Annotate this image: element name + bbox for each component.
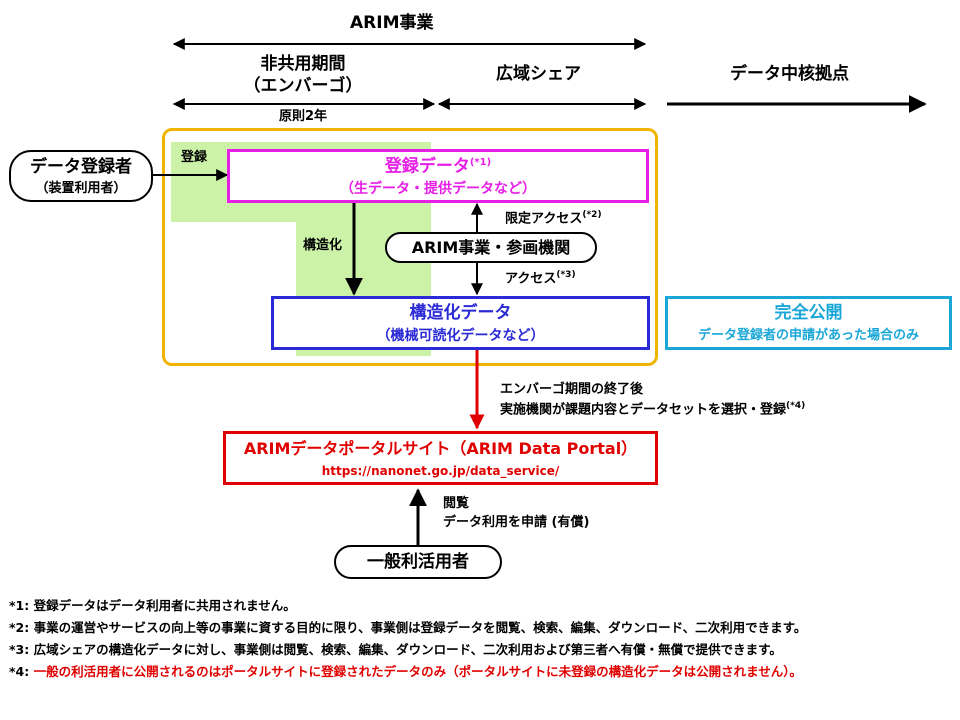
arim-participants-label: ARIM事業・参画機関: [411, 238, 571, 257]
data-registrant-sub: （装置利用者）: [35, 181, 127, 196]
registered-data-sub: （生データ・提供データなど）: [340, 181, 536, 197]
portal-box: ARIMデータポータルサイト（ARIM Data Portal） https:/…: [223, 431, 658, 485]
embargo-end-line1: エンバーゴ期間の終了後: [500, 382, 644, 397]
structuring-edge-label: 構造化: [303, 238, 343, 253]
limited-access-footnote-mark: (*2): [582, 210, 602, 220]
registered-data-title-text: 登録データ: [384, 156, 470, 177]
access-text: アクセス: [505, 271, 557, 287]
limited-access-label: 限定アクセス(*2): [505, 210, 602, 227]
registered-data-footnote-mark: (*1): [469, 157, 492, 168]
full-public-title: 完全公開: [774, 303, 843, 323]
footnote-2: *2: 事業の運営やサービスの向上等の事業に資する目的に限り、事業側は登録データ…: [9, 620, 807, 635]
portal-title: ARIMデータポータルサイト（ARIM Data Portal）: [243, 439, 638, 458]
registered-data-box: 登録データ(*1) （生データ・提供データなど）: [227, 149, 649, 203]
footnote-4-prefix: *4:: [9, 664, 34, 679]
structured-data-title: 構造化データ: [409, 303, 512, 323]
embargo-end-line2: 実施機関が課題内容とデータセットを選択・登録(*4): [500, 401, 806, 418]
browse-line2: データ利用を申請 (有償): [443, 515, 590, 530]
embargo-label: （エンバーゴ）: [243, 76, 363, 96]
non-shared-duration-label: 原則2年: [278, 109, 328, 124]
general-user-label: 一般利活用者: [367, 552, 469, 572]
embargo-end-footnote-mark: (*4): [786, 401, 806, 411]
structured-data-sub: （機械可読化データなど）: [376, 328, 545, 344]
general-user-node: 一般利活用者: [334, 545, 502, 579]
arim-container: [162, 128, 658, 366]
full-public-sub: データ登録者の申請があった場合のみ: [697, 328, 919, 343]
access-footnote-mark: (*3): [556, 270, 576, 280]
browse-line1: 閲覧: [443, 496, 470, 511]
portal-url[interactable]: https://nanonet.go.jp/data_service/: [321, 464, 560, 478]
registered-data-title: 登録データ(*1): [230, 158, 646, 176]
structured-data-box: 構造化データ （機械可読化データなど）: [271, 296, 650, 350]
footnote-4: *4: 一般の利活用者に公開されるのはポータルサイトに登録されたデータのみ（ポー…: [9, 664, 802, 679]
footnote-3: *3: 広域シェアの構造化データに対し、事業側は閲覧、検索、編集、ダウンロード、…: [9, 642, 782, 657]
data-hub-label: データ中核拠点: [730, 64, 849, 84]
arim-project-label: ARIM事業: [350, 13, 434, 33]
data-registrant-label: データ登録者: [30, 157, 132, 177]
arim-participants-node: ARIM事業・参画機関: [385, 232, 597, 263]
wide-area-share-label: 広域シェア: [496, 64, 581, 84]
embargo-end-line2-text: 実施機関が課題内容とデータセットを選択・登録: [500, 402, 787, 418]
non-shared-period-label: 非共用期間: [260, 54, 346, 74]
full-public-box: 完全公開 データ登録者の申請があった場合のみ: [665, 296, 952, 350]
register-edge-label: 登録: [181, 150, 208, 165]
limited-access-text: 限定アクセス: [505, 211, 583, 227]
footnote-4-text: 一般の利活用者に公開されるのはポータルサイトに登録されたデータのみ（ポータルサイ…: [33, 664, 802, 679]
access-label: アクセス(*3): [505, 270, 576, 287]
data-registrant-node: データ登録者 （装置利用者）: [9, 150, 153, 202]
footnote-1: *1: 登録データはデータ利用者に共用されません。: [9, 598, 296, 613]
